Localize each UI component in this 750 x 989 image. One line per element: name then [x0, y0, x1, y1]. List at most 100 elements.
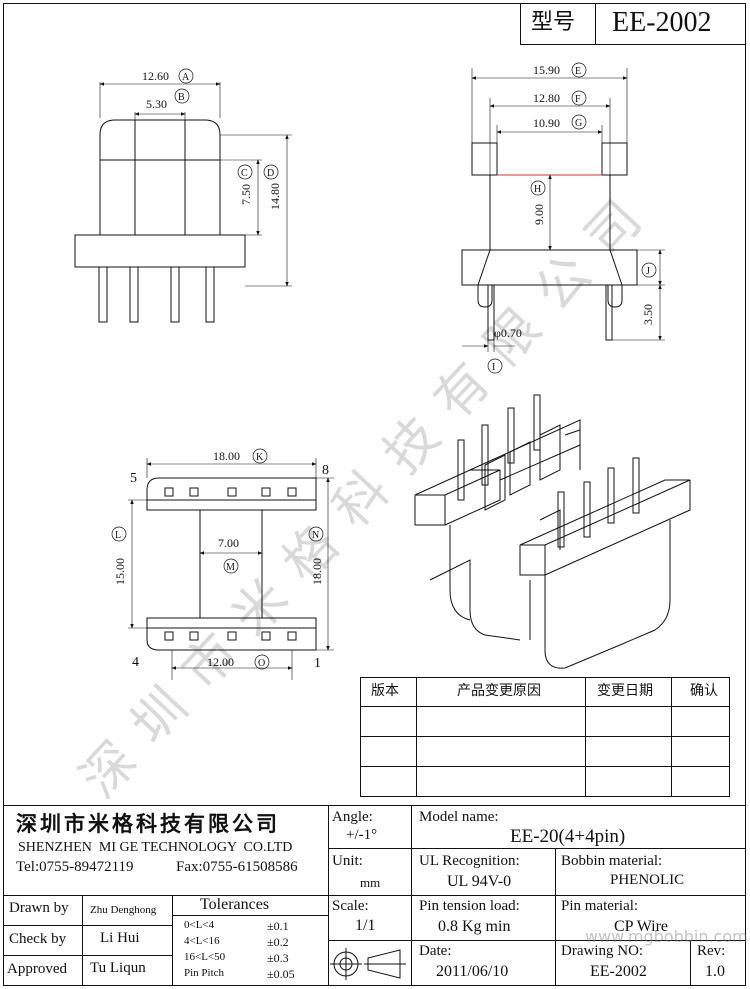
front-view — [74, 82, 292, 323]
marker-b: B — [174, 88, 190, 104]
rev-value: 1.0 — [705, 963, 725, 980]
rev-col-2 — [585, 677, 586, 797]
tb-div-6 — [172, 895, 173, 986]
top-view — [128, 458, 334, 680]
date-value: 2011/06/10 — [436, 963, 509, 980]
rev-line-3 — [360, 766, 730, 767]
tb-div-5 — [82, 895, 83, 986]
model-header-value: EE-2002 — [612, 7, 712, 38]
rev-label: Rev: — [697, 943, 726, 959]
technical-drawing: 12.60 5.30 7.50 14.80 15.90 12.80 10.90 … — [74, 62, 691, 680]
svg-text:D: D — [267, 168, 274, 179]
dim-k-text: 18.00 — [213, 449, 240, 463]
marker-o: O — [254, 654, 270, 670]
dim-g-text: 10.90 — [533, 116, 560, 130]
svg-text:C: C — [241, 168, 248, 179]
model-header-box — [520, 3, 746, 45]
check-by-value: Li Hui — [100, 930, 140, 946]
pin-tension-value: 0.8 Kg min — [438, 918, 511, 935]
revision-table — [360, 677, 730, 797]
company-en: SHENZHEN MI GE TECHNOLOGY CO.LTD — [18, 840, 293, 855]
pin-1-label: 1 — [314, 656, 321, 671]
marker-n: N — [308, 526, 324, 542]
rev-header-confirm: 确认 — [690, 683, 718, 699]
marker-m: M — [223, 558, 239, 574]
marker-e: E — [571, 62, 587, 78]
angle-label: Angle: — [332, 809, 373, 825]
approved-value: Tu Liqun — [90, 960, 146, 976]
marker-g: G — [571, 114, 587, 130]
dim-i-text: φ0.70 — [494, 326, 522, 340]
drawn-by-label: Drawn by — [9, 900, 69, 916]
company-cn: 深圳市米格科技有限公司 — [16, 812, 280, 836]
ul-label: UL Recognition: — [419, 853, 520, 869]
scale-value: 1/1 — [355, 917, 376, 934]
side-view — [461, 68, 665, 352]
bobbin-label: Bobbin material: — [561, 853, 663, 869]
dim-l-text: 15.00 — [113, 558, 127, 585]
tol-value-2: ±0.2 — [267, 935, 289, 949]
tol-range-1: 0<L<4 — [184, 919, 215, 931]
pin-5-label: 5 — [130, 471, 137, 486]
projection-symbol-icon — [330, 948, 406, 980]
svg-text:B: B — [178, 92, 185, 103]
svg-text:H: H — [534, 184, 541, 195]
tol-range-4: Pin Pitch — [184, 967, 225, 979]
pin-material-label: Pin material: — [561, 898, 639, 914]
svg-text:I: I — [492, 362, 495, 373]
pin-material-value: CP Wire — [614, 918, 669, 935]
approved-label: Approved — [7, 961, 67, 977]
unit-label: Unit: — [332, 853, 363, 869]
tb-div-4 — [690, 940, 691, 986]
rev-header-version: 版本 — [371, 683, 399, 699]
tol-value-4: ±0.05 — [267, 967, 295, 981]
dim-b-text: 5.30 — [146, 97, 167, 111]
date-label: Date: — [419, 943, 452, 959]
tb-h-company — [3, 895, 328, 896]
model-name-value: EE-20(4+4pin) — [510, 826, 626, 847]
marker-i: I — [487, 358, 503, 374]
dim-j-text: 3.50 — [641, 304, 655, 325]
dim-c-text: 7.50 — [239, 184, 253, 205]
watermark-url: www.mgbobbin.com — [585, 927, 748, 946]
marker-c: C — [237, 164, 253, 180]
svg-text:K: K — [256, 452, 264, 463]
tb-h-tol — [172, 915, 328, 916]
isometric-view — [414, 394, 691, 669]
dim-m-text: 7.00 — [218, 536, 239, 550]
rev-col-1 — [416, 677, 417, 797]
drawing-no-label: Drawing NO: — [561, 943, 644, 959]
svg-text:M: M — [226, 562, 235, 573]
svg-text:L: L — [115, 530, 121, 541]
ul-value: UL 94V-0 — [447, 873, 512, 890]
tol-range-3: 16<L<50 — [184, 951, 226, 963]
rev-line-1 — [360, 706, 730, 707]
marker-j: J — [641, 262, 657, 278]
dim-h-text: 9.00 — [532, 204, 546, 225]
model-header-label: 型号 — [531, 10, 576, 35]
svg-text:E: E — [575, 66, 581, 77]
tb-h-staff-1 — [3, 925, 172, 926]
bobbin-value: PHENOLIC — [610, 872, 685, 888]
marker-a: A — [178, 68, 194, 84]
rev-header-reason: 产品变更原因 — [457, 683, 541, 699]
tol-range-2: 4<L<16 — [184, 935, 220, 947]
dim-a-text: 12.60 — [142, 69, 169, 83]
tb-h-staff-2 — [3, 955, 172, 956]
svg-text:O: O — [258, 658, 265, 669]
company-tel: Tel:0755-89472119 — [16, 859, 134, 875]
company-fax: Fax:0755-61508586 — [176, 859, 298, 875]
tolerances-label: Tolerances — [200, 896, 270, 913]
tol-value-3: ±0.3 — [267, 951, 289, 965]
model-header-divider — [595, 3, 596, 45]
check-by-label: Check by — [9, 931, 67, 947]
drawing-no-value: EE-2002 — [590, 963, 647, 980]
tb-h-right-1 — [328, 848, 746, 849]
rev-col-3 — [671, 677, 672, 797]
marker-h: H — [530, 180, 546, 196]
tb-h-right-3 — [328, 940, 746, 941]
svg-text:F: F — [575, 94, 581, 105]
angle-value: +/-1° — [346, 827, 378, 843]
scale-label: Scale: — [332, 898, 369, 914]
tb-h-right-2 — [328, 895, 746, 896]
